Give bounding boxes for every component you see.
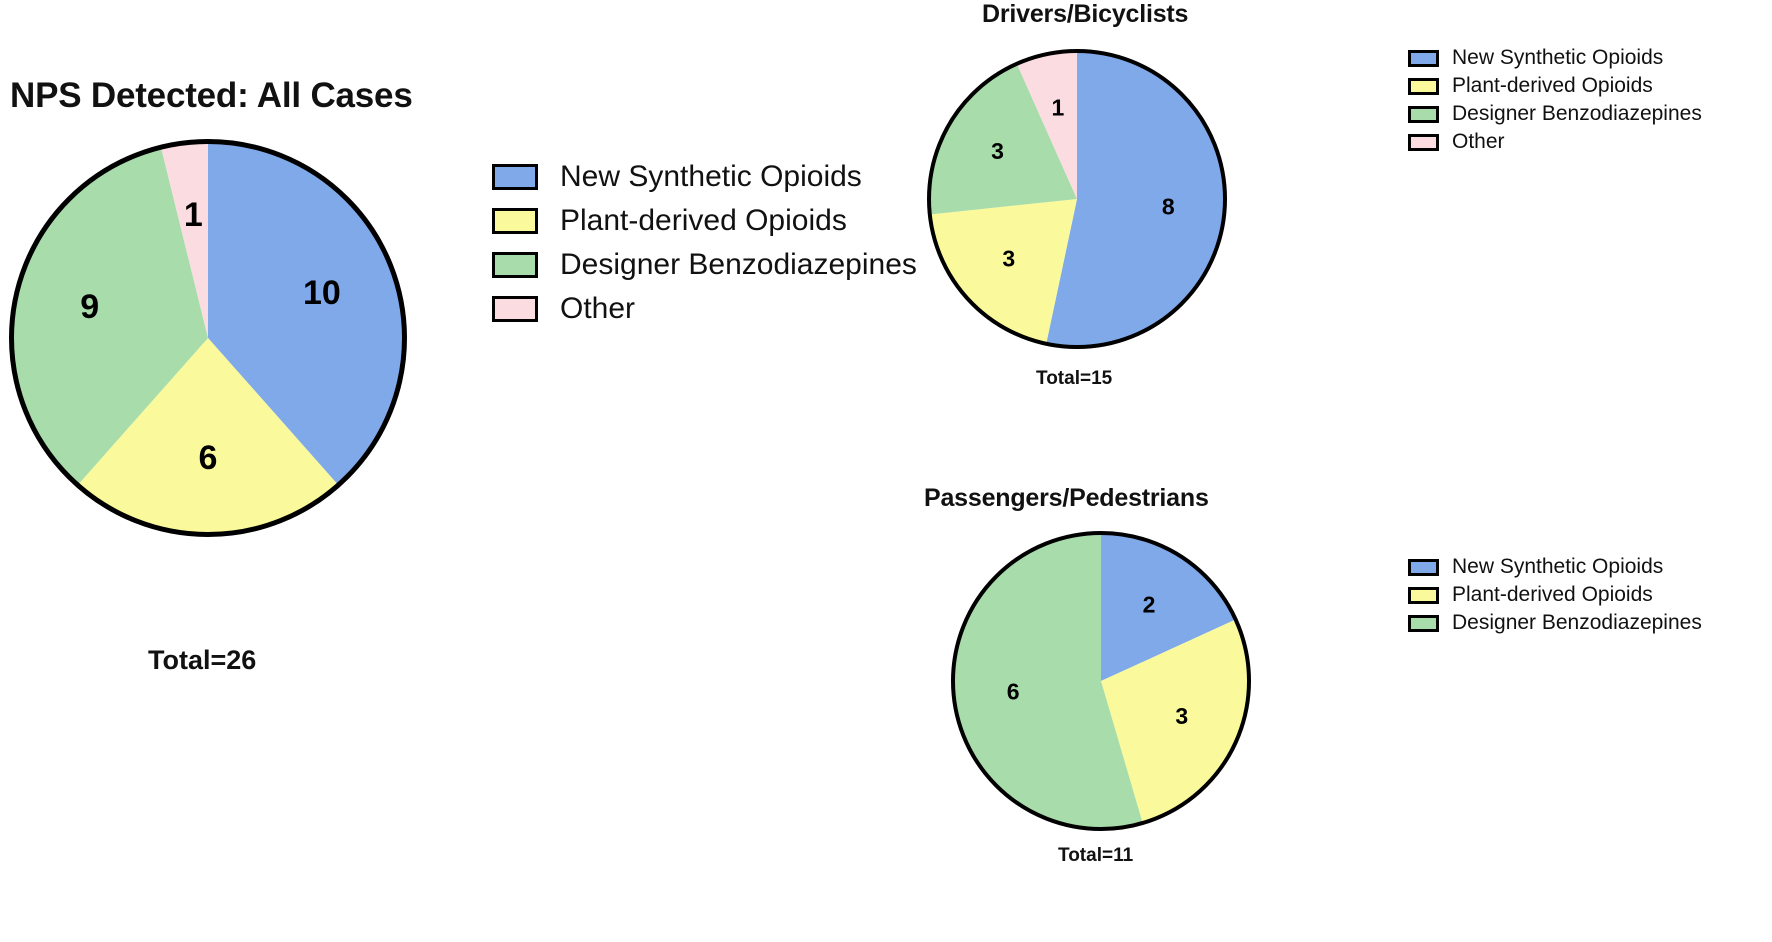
- pie-slice-value-label: 6: [1007, 679, 1020, 705]
- legend-item[interactable]: Other: [1408, 130, 1702, 154]
- pie-slice[interactable]: [1016, 51, 1077, 199]
- pie-slice-value-label: 1: [1052, 94, 1065, 120]
- pie-chart-passengers-pedestrians: 2 3 6: [950, 530, 1252, 832]
- pie-chart-drivers-bicyclists: 8 3 3 1: [926, 48, 1228, 350]
- panel-passengers-pedestrians: Passengers/Pedestrians 2 3 6 Total=11 New …: [924, 430, 1772, 942]
- pie-slice[interactable]: [208, 141, 405, 486]
- pie-slice[interactable]: [160, 141, 208, 339]
- pie-slice-value-label: 9: [80, 288, 99, 326]
- pie-slice-value-label: 10: [303, 274, 341, 312]
- legend-swatch-icon: [1408, 49, 1439, 67]
- pie-slice-value-label: 3: [1002, 245, 1015, 271]
- panel-drivers-bicyclists: Drivers/Bicyclists 8 3 3 1 Total=15 New Syn…: [927, 0, 1772, 430]
- pie-slice-value-label: 3: [991, 138, 1004, 164]
- pie-slice[interactable]: [953, 533, 1143, 829]
- chart-title-all-cases: NPS Detected: All Cases: [10, 76, 413, 115]
- legend-swatch-icon: [492, 296, 538, 322]
- pie-slice-value-label: 2: [1143, 591, 1156, 617]
- panel-all-cases: NPS Detected: All Cases 10 6 9 1 Total=26 N…: [0, 0, 917, 720]
- legend-swatch-icon: [492, 208, 538, 234]
- pie-outline: [9, 139, 407, 537]
- legend-item-label: Designer Benzodiazepines: [1452, 611, 1702, 634]
- legend-item-label: Plant-derived Opioids: [1452, 74, 1653, 97]
- total-label-passengers-pedestrians: Total=11: [1058, 845, 1134, 866]
- legend-item[interactable]: Other: [492, 292, 917, 326]
- pie-slice[interactable]: [1101, 533, 1236, 681]
- legend-item[interactable]: New Synthetic Opioids: [1408, 555, 1702, 579]
- pie-slice[interactable]: [11, 147, 208, 486]
- legend-item-label: New Synthetic Opioids: [1452, 555, 1664, 578]
- legend-item[interactable]: Plant-derived Opioids: [1408, 583, 1702, 607]
- legend-swatch-icon: [1408, 586, 1439, 604]
- legend-item[interactable]: Designer Benzodiazepines: [492, 248, 917, 282]
- legend-item-label: Other: [1452, 130, 1505, 153]
- legend-item[interactable]: Plant-derived Opioids: [1408, 74, 1702, 98]
- legend-item-label: Plant-derived Opioids: [560, 204, 847, 237]
- total-label-drivers-bicyclists: Total=15: [1036, 368, 1113, 389]
- legend-item-label: Other: [560, 292, 636, 325]
- legend-swatch-icon: [1408, 105, 1439, 123]
- pie-slice-value-label: 3: [1175, 703, 1188, 729]
- pie-slice[interactable]: [1101, 619, 1249, 824]
- pie-svg-drivers-bicyclists: 8 3 3 1: [927, 49, 1227, 349]
- legend-swatch-icon: [492, 252, 538, 278]
- pie-slice-value-label: 8: [1162, 194, 1175, 220]
- legend-item-label: Plant-derived Opioids: [1452, 583, 1653, 606]
- pie-svg-passengers-pedestrians: 2 3 6: [951, 531, 1251, 831]
- legend-swatch-icon: [1408, 77, 1439, 95]
- legend-item[interactable]: New Synthetic Opioids: [492, 160, 917, 194]
- legend-item[interactable]: Plant-derived Opioids: [492, 204, 917, 238]
- chart-title-passengers-pedestrians: Passengers/Pedestrians: [924, 484, 1209, 512]
- pie-slice[interactable]: [929, 199, 1077, 344]
- legend-item[interactable]: New Synthetic Opioids: [1408, 46, 1702, 70]
- chart-title-drivers-bicyclists: Drivers/Bicyclists: [982, 0, 1189, 28]
- legend-item-label: Designer Benzodiazepines: [560, 248, 917, 281]
- legend-item[interactable]: Designer Benzodiazepines: [1408, 611, 1702, 635]
- legend-swatch-icon: [1408, 558, 1439, 576]
- legend-swatch-icon: [1408, 614, 1439, 632]
- total-label-all-cases: Total=26: [148, 645, 257, 675]
- pie-svg-all-cases: 10 6 9 1: [9, 139, 407, 537]
- legend-swatch-icon: [1408, 133, 1439, 151]
- pie-slice[interactable]: [77, 338, 339, 535]
- pie-chart-all-cases: 10 6 9 1: [8, 138, 408, 538]
- legend-item-label: New Synthetic Opioids: [1452, 46, 1664, 69]
- pie-outline: [927, 49, 1227, 349]
- pie-slice-value-label: 1: [184, 196, 203, 234]
- legend-item-label: New Synthetic Opioids: [560, 160, 862, 193]
- pie-outline: [951, 531, 1251, 831]
- legend-swatch-icon: [492, 164, 538, 190]
- legend-item[interactable]: Designer Benzodiazepines: [1408, 102, 1702, 126]
- pie-slice-value-label: 6: [199, 439, 218, 477]
- legend-item-label: Designer Benzodiazepines: [1452, 102, 1702, 125]
- pie-slice[interactable]: [1046, 51, 1225, 348]
